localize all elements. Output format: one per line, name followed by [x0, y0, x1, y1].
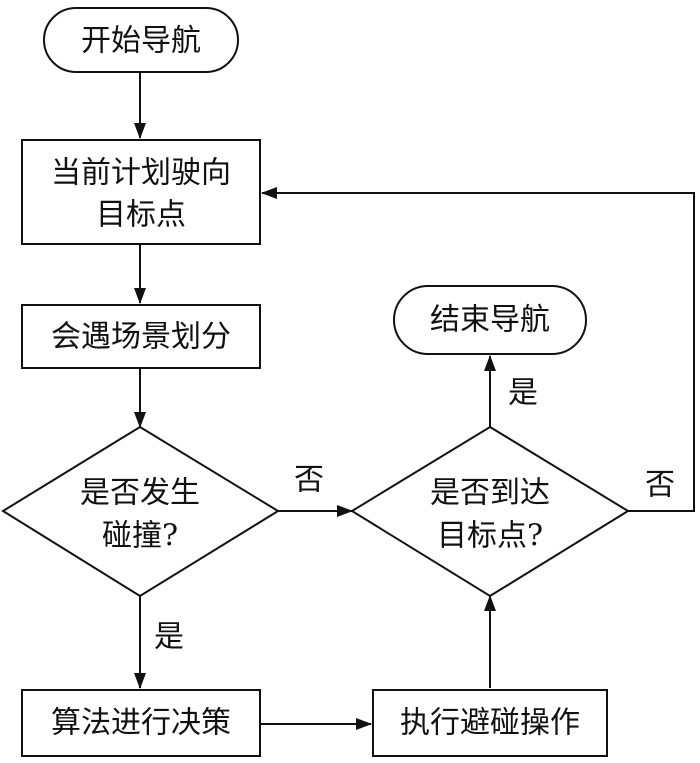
- decision-process-shape: [21, 689, 261, 757]
- decision-label: 算法进行决策: [51, 706, 231, 741]
- collision-check-diamond-shape: [1, 425, 280, 598]
- arrival-yes-edge-label: 是: [508, 376, 538, 411]
- collision-check-label-line-2: 碰撞?: [102, 519, 178, 554]
- node-start: 开始导航: [43, 7, 239, 73]
- collision-check-label-line-1: 是否发生: [80, 476, 200, 511]
- start-label: 开始导航: [81, 24, 201, 59]
- node-collision-check: 是否发生 碰撞?: [1, 425, 280, 598]
- arrival-check-label-line-1: 是否到达: [430, 476, 550, 511]
- node-scene: 会遇场景划分: [21, 304, 261, 369]
- scene-label: 会遇场景划分: [51, 320, 231, 355]
- node-avoid: 执行避碰操作: [372, 689, 608, 757]
- scene-process-shape: [21, 304, 261, 369]
- end-terminator-shape: [393, 285, 587, 355]
- arrival-no-edge-label: 否: [645, 468, 675, 503]
- avoid-label: 执行避碰操作: [400, 706, 580, 741]
- avoid-process-shape: [372, 689, 608, 757]
- edge-arrival-no-loop-to-plan: [261, 187, 695, 512]
- node-decision: 算法进行决策: [21, 689, 261, 757]
- edges: [134, 72, 695, 730]
- arrival-check-label-line-2: 目标点?: [437, 519, 543, 554]
- end-label: 结束导航: [430, 303, 550, 338]
- plan-label-line-1: 当前计划驶向: [51, 156, 231, 191]
- start-terminator-shape: [43, 7, 239, 73]
- collision-yes-edge-label: 是: [154, 620, 184, 655]
- node-end: 结束导航: [393, 285, 587, 355]
- plan-label-line-2: 目标点: [96, 198, 186, 233]
- plan-process-shape: [21, 139, 261, 245]
- node-plan: 当前计划驶向 目标点: [21, 139, 261, 245]
- collision-no-edge-label: 否: [294, 463, 324, 498]
- node-arrival-check: 是否到达 目标点?: [350, 425, 630, 598]
- arrival-check-diamond-shape: [350, 425, 630, 598]
